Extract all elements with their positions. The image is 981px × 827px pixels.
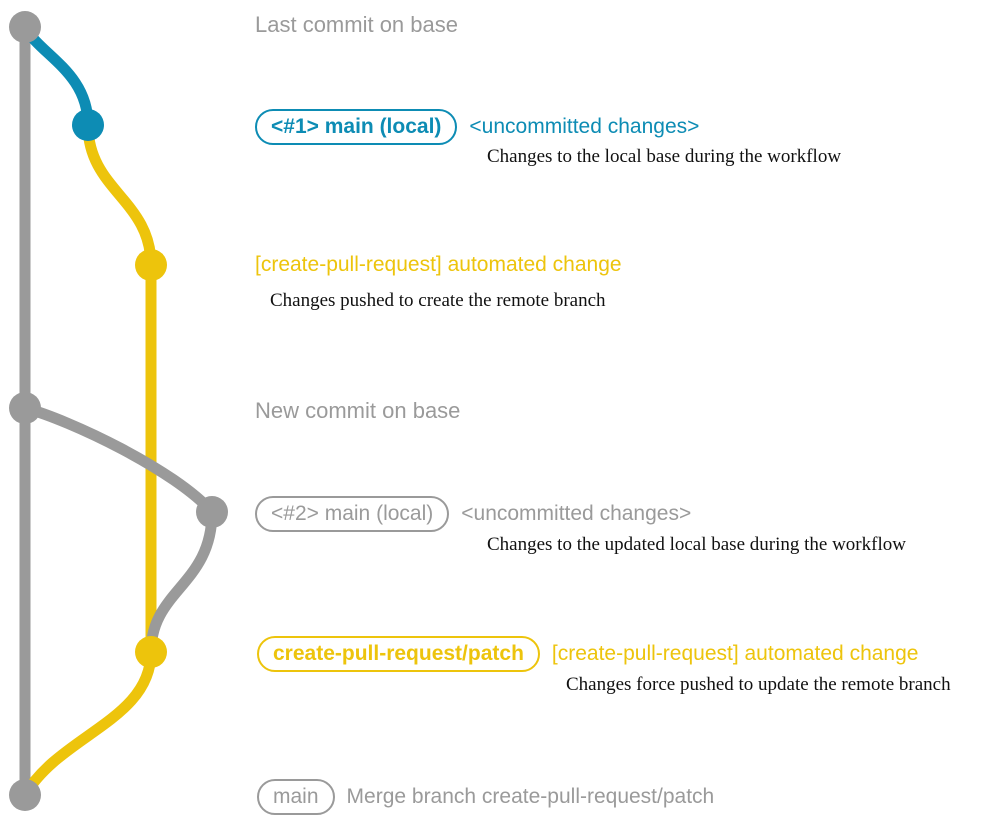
ref-chip-main-local-1[interactable]: <#1> main (local) (255, 109, 458, 145)
commit-note-main-local-1: Changes to the local base during the wor… (487, 146, 842, 167)
node-last-commit-on-base[interactable] (9, 11, 41, 43)
node-create-pull-request-automated-1[interactable] (135, 249, 167, 281)
row-automated-change-1: [create-pull-request] automated change (255, 253, 622, 277)
row-merge-commit: main Merge branch create-pull-request/pa… (257, 779, 714, 815)
row-main-local-1: <#1> main (local) <uncommitted changes> (255, 109, 699, 145)
commit-subject-automated-change-2: [create-pull-request] automated change (551, 642, 919, 665)
node-main-local-1[interactable] (72, 109, 104, 141)
ref-chip-create-pull-request-patch[interactable]: create-pull-request/patch (257, 636, 540, 672)
row-automated-change-2: create-pull-request/patch [create-pull-r… (257, 636, 918, 672)
edge-gray-local2-to-cpr2 (145, 506, 218, 658)
node-main-local-2[interactable] (196, 496, 228, 528)
edge-gray-basenew-to-local2 (19, 402, 218, 518)
commit-subject-main-local-2: <uncommitted changes> (461, 502, 692, 525)
ref-chip-main[interactable]: main (257, 779, 335, 815)
row-main-local-2: <#2> main (local) <uncommitted changes> (255, 496, 691, 532)
commit-note-main-local-2: Changes to the updated local base during… (487, 534, 906, 555)
edge-yellow-cpr2-to-merge (19, 646, 157, 801)
commit-note-automated-change-1: Changes pushed to create the remote bran… (270, 290, 606, 311)
commit-subject-automated-change-1: [create-pull-request] automated change (255, 253, 622, 276)
ref-chip-main-local-2[interactable]: <#2> main (local) (255, 496, 450, 532)
node-new-commit-on-base[interactable] (9, 392, 41, 424)
node-create-pull-request-automated-2[interactable] (135, 636, 167, 668)
edge-teal-base-to-local1 (19, 21, 94, 131)
commit-note-automated-change-2: Changes force pushed to update the remot… (566, 674, 951, 695)
commit-subject-main-local-1: <uncommitted changes> (469, 115, 700, 138)
commit-subject-merge: Merge branch create-pull-request/patch (346, 785, 715, 808)
edge-yellow-local1-to-cpr1 (82, 119, 157, 271)
headline-new-commit-on-base: New commit on base (255, 398, 461, 423)
node-merge-commit[interactable] (9, 779, 41, 811)
headline-last-commit-on-base: Last commit on base (255, 12, 458, 37)
